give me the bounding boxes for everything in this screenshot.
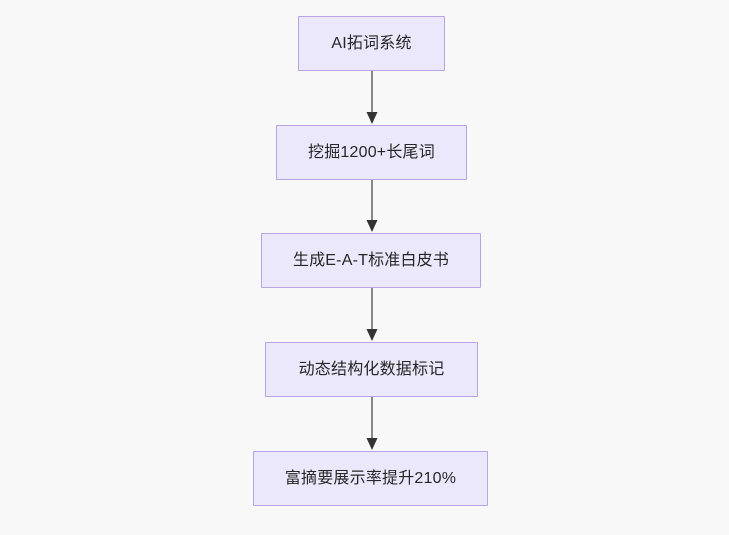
flow-node-rich-snippet-rate-increase[interactable]: 富摘要展示率提升210% <box>253 451 488 506</box>
flow-connector-arrow <box>360 71 384 125</box>
flow-connector-arrow <box>360 288 384 342</box>
flow-node-label: 动态结构化数据标记 <box>298 360 445 378</box>
flow-node-label: 挖掘1200+长尾词 <box>308 143 435 161</box>
flow-node-mine-longtail-keywords[interactable]: 挖掘1200+长尾词 <box>276 125 467 180</box>
flow-connector-arrow <box>360 397 384 451</box>
flow-node-dynamic-structured-data-markup[interactable]: 动态结构化数据标记 <box>265 342 478 397</box>
flow-node-ai-keyword-system[interactable]: AI拓词系统 <box>298 16 445 71</box>
flow-node-generate-eat-whitepaper[interactable]: 生成E-A-T标准白皮书 <box>261 233 481 288</box>
flow-connector-arrow <box>360 180 384 233</box>
flow-node-label: AI拓词系统 <box>331 34 412 52</box>
flow-node-label: 生成E-A-T标准白皮书 <box>292 251 450 269</box>
flow-node-label: 富摘要展示率提升210% <box>284 469 457 487</box>
